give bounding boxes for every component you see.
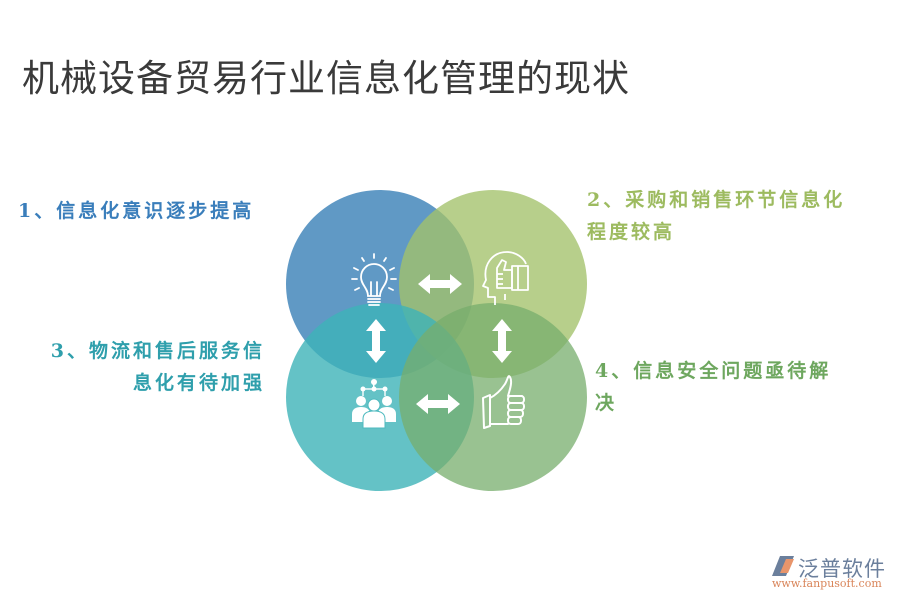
item-3-label: 3、物流和售后服务信 息化有待加强 (25, 335, 265, 399)
item-2-line2: 程度较高 (587, 221, 676, 243)
team-network-icon (352, 379, 396, 429)
item-4-line2: 决 (595, 392, 618, 414)
item-1-text: 1、信息化意识逐步提高 (18, 200, 255, 222)
item-4-line1: 4、信息安全问题亟待解 (595, 360, 832, 382)
arrow-up-down-right (492, 319, 512, 363)
page-title: 机械设备贸易行业信息化管理的现状 (22, 57, 630, 100)
item-2-line1: 2、采购和销售环节信息化 (587, 189, 846, 211)
logo-url: www.fanpusoft.com (772, 577, 882, 590)
arrow-left-right-top (418, 274, 462, 294)
arrow-left-right-bottom (416, 394, 460, 414)
arrow-up-down-left (366, 319, 386, 363)
item-2-label: 2、采购和销售环节信息化 程度较高 (587, 184, 887, 248)
item-3-line2: 息化有待加强 (132, 372, 265, 394)
brand-logo: 泛普软件 www.fanpusoft.com (770, 553, 895, 593)
item-4-label: 4、信息安全问题亟待解 决 (595, 355, 885, 419)
logo-name: 泛普软件 (798, 557, 886, 581)
lightbulb-icon (351, 253, 397, 306)
thumbs-up-icon (482, 375, 525, 429)
head-thumbs-up-icon (482, 251, 529, 305)
logo-mark-icon (772, 556, 794, 576)
item-1-label: 1、信息化意识逐步提高 (18, 195, 254, 227)
item-3-line1: 3、物流和售后服务信 (50, 340, 265, 362)
